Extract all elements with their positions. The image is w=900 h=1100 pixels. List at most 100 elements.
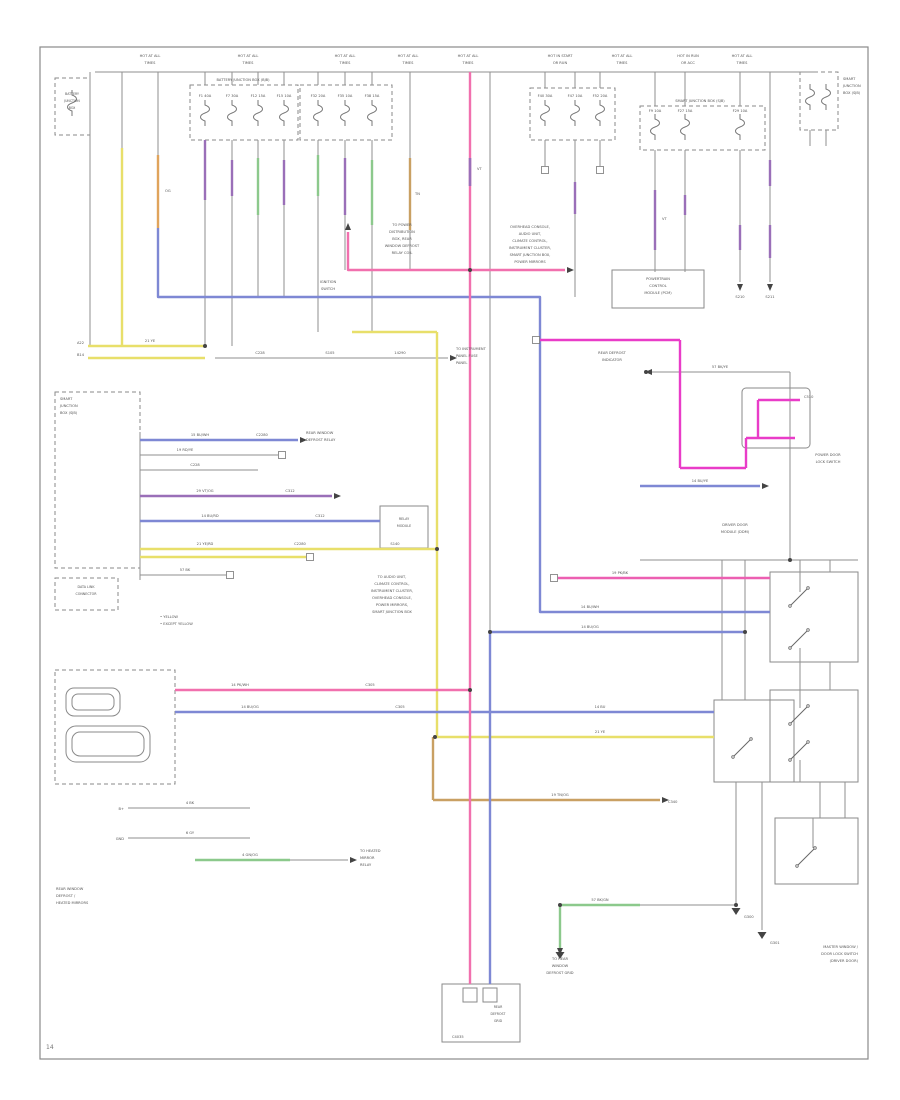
text-block-line: OR RUN <box>553 61 568 65</box>
text-block-line: DATA LINK <box>78 585 96 589</box>
junction-dot <box>433 735 437 739</box>
label: S210 <box>735 295 745 299</box>
label: 4 BK <box>186 801 195 805</box>
fuse-icon <box>253 100 263 126</box>
text-block-line: IGNITION <box>320 280 337 284</box>
fuse-icon <box>367 100 377 126</box>
label: F35 10A <box>338 94 353 98</box>
fuse-icon <box>227 100 237 126</box>
text-block-line: RELAY <box>360 863 372 867</box>
label: 14 BU/OG <box>581 625 599 629</box>
label: C510 <box>804 395 814 399</box>
text-block-line: INSTRUMENT CLUSTER, <box>509 246 551 250</box>
label: F27 15A <box>678 109 693 113</box>
component-box <box>441 983 521 1043</box>
switch-icon <box>789 705 809 725</box>
fuse-icon <box>650 114 660 140</box>
label: C2280 <box>294 542 306 546</box>
switch-icon <box>789 587 809 607</box>
label: F9 10A <box>649 109 662 113</box>
junction-dot <box>488 630 492 634</box>
fuse-icon <box>67 90 77 116</box>
switch-contact <box>788 646 792 650</box>
text-block-line: GRID <box>494 1019 503 1023</box>
text-block-line: PANEL <box>456 361 467 365</box>
wire <box>346 232 565 272</box>
label: C305 <box>365 683 374 687</box>
arrow-icon <box>645 369 652 375</box>
text-block-line: TIMES <box>144 61 157 65</box>
fuse-icon <box>570 100 580 126</box>
label: GND <box>116 837 124 841</box>
component-box <box>462 987 478 1003</box>
text-block-line: DOOR LOCK SWITCH <box>821 952 858 956</box>
text-block-line: HOT IN START <box>548 54 574 58</box>
arrow-icon <box>737 284 743 291</box>
label: 21 YE <box>145 339 156 343</box>
arrow-icon <box>567 267 574 273</box>
text-block-line: CLIMATE CONTROL, <box>374 582 409 586</box>
switch-contact <box>731 755 735 759</box>
text-block-line: LOCK SWITCH <box>816 460 841 464</box>
label: 29 VT/OG <box>196 489 213 493</box>
switch-icon <box>789 741 809 761</box>
component-box-dashed <box>529 87 616 141</box>
switch-contact <box>788 604 792 608</box>
label: 6 GY <box>186 831 195 835</box>
text-block-line: TO INSTRUMENT <box>455 347 487 351</box>
label: F40 30A <box>538 94 553 98</box>
label: S140 <box>390 542 400 546</box>
arrow-icon <box>450 355 457 361</box>
component-box <box>741 387 811 449</box>
label: 19 PK/BK <box>612 571 629 575</box>
label: B14 <box>77 353 85 357</box>
component-box <box>65 725 151 763</box>
label: G300 <box>744 915 754 919</box>
arrow-icon <box>350 857 357 863</box>
text-block-line: TO REAR <box>551 957 568 961</box>
fuse-icon <box>595 100 605 126</box>
fuse-icon <box>821 84 831 110</box>
text-block-line: • YELLOW <box>160 615 178 619</box>
switch-icon <box>796 847 816 867</box>
arrow-icon <box>767 284 773 291</box>
label: C305 <box>395 705 404 709</box>
switch-contact <box>788 758 792 762</box>
text-block-line: TIMES <box>736 61 749 65</box>
text-block-line: TO AUDIO UNIT, <box>377 575 407 579</box>
junction-dot <box>203 344 207 348</box>
label: F12 15A <box>251 94 266 98</box>
label: 14290 <box>394 351 406 355</box>
label: F52 20A <box>593 94 608 98</box>
text-block-line: HOT AT ALL <box>398 54 419 58</box>
wire <box>156 228 770 614</box>
label: S211 <box>765 295 774 299</box>
text-block-line: CONTROL <box>649 284 667 288</box>
text-block-line: HOT AT ALL <box>612 54 633 58</box>
label: 21 YE <box>595 730 606 734</box>
label: 57 BK <box>180 568 191 572</box>
text-block-line: REAR WINDOW <box>306 431 334 435</box>
text-block-line: TIMES <box>339 61 352 65</box>
component-box <box>769 689 859 783</box>
text-block-line: CONNECTOR <box>75 592 97 596</box>
label: 57 BK/GN <box>591 898 609 902</box>
text-block-line: JUNCTION <box>842 84 861 88</box>
label: G301 <box>770 941 780 945</box>
label: F38 15A <box>365 94 380 98</box>
component-box <box>769 571 859 663</box>
label: A22 <box>77 341 84 345</box>
arrow-icon <box>557 948 563 955</box>
component-box-dashed <box>54 577 119 611</box>
label: F1 40A <box>199 94 212 98</box>
fuse-icon <box>680 114 690 140</box>
text-block-line: DEFROST GRID <box>546 971 573 975</box>
arrow-icon <box>662 797 669 803</box>
connector-icon <box>278 451 286 459</box>
fuse-icon <box>735 114 745 140</box>
arrow-icon <box>762 483 769 489</box>
text-block-line: DEFROST / <box>56 894 76 898</box>
text-block-line: JUNCTION <box>59 404 78 408</box>
switch-contact <box>788 722 792 726</box>
